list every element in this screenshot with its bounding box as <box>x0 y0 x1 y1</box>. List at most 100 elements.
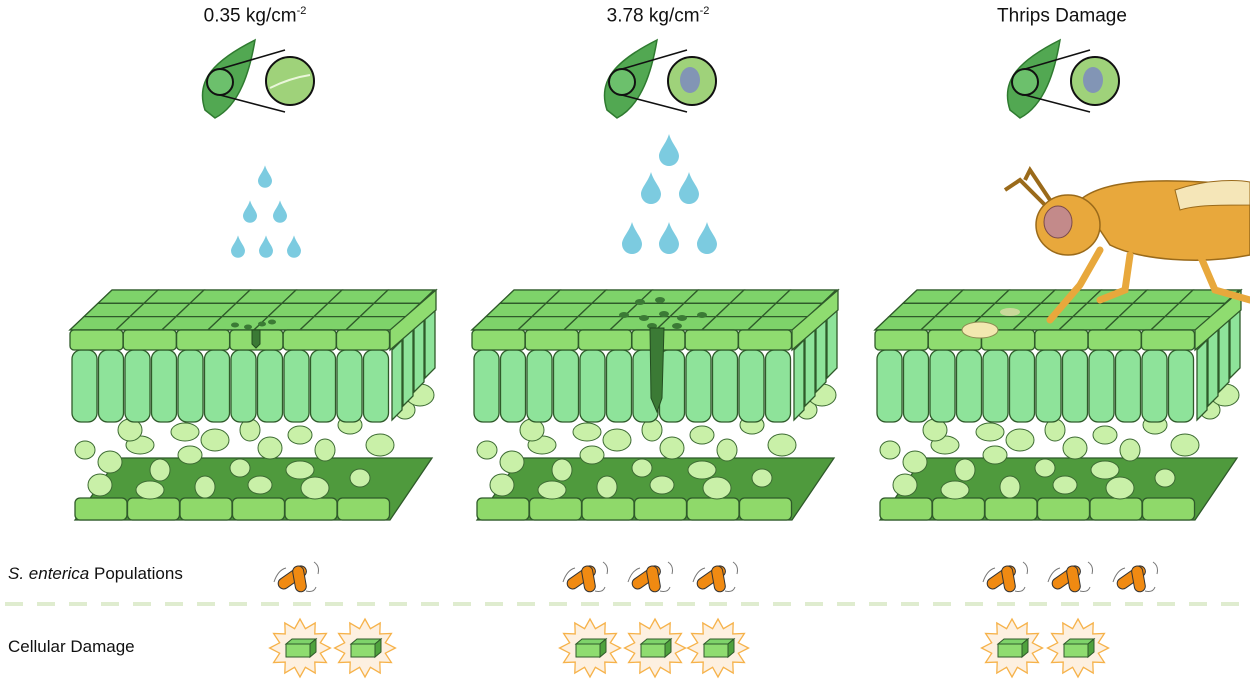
epidermal-cell <box>179 497 233 521</box>
cell-damage-icon <box>623 617 687 679</box>
droplet <box>659 134 679 166</box>
spongy-cell <box>229 458 251 478</box>
spongy-cell <box>1119 438 1141 462</box>
epidermal-cell <box>284 497 338 521</box>
spongy-cell <box>170 422 200 442</box>
droplet <box>659 222 679 254</box>
spongy-cell <box>489 473 515 497</box>
epidermal-cell <box>874 329 929 351</box>
spongy-cell <box>999 475 1021 499</box>
spongy-cell <box>579 445 605 465</box>
palisade-cell <box>1196 338 1208 422</box>
epidermal-cell <box>577 329 633 351</box>
epidermal-cell <box>581 497 635 521</box>
epidermis-side <box>791 288 839 352</box>
panel-title-low-pressure: 0.35 kg/cm-2 <box>203 5 307 27</box>
palisade-cell <box>150 349 178 423</box>
epidermal-cell <box>984 497 1038 521</box>
palisade-cell <box>1088 349 1115 423</box>
epidermal-cell <box>1034 329 1089 351</box>
stomata-hole <box>244 324 252 330</box>
epidermal-cell <box>476 497 530 521</box>
cell-damage-icon <box>1046 617 1110 679</box>
spongy-cell <box>1005 428 1035 452</box>
spongy-cell <box>1092 425 1118 445</box>
water-penetration <box>649 327 665 414</box>
palisade-cell <box>552 349 580 423</box>
epidermal-cell <box>684 329 739 351</box>
palisade-cell <box>605 349 633 423</box>
droplet <box>622 222 642 254</box>
epidermal-cell <box>335 329 391 351</box>
droplet <box>243 200 257 223</box>
droplet <box>273 200 287 223</box>
epidermal-cell <box>1140 329 1196 351</box>
epidermal-cell <box>282 329 337 351</box>
salmonella-icon <box>273 561 319 593</box>
thrips-antenna <box>1003 166 1052 207</box>
spongy-cell <box>1170 433 1200 457</box>
leaf-magnifier-icon <box>201 38 315 119</box>
palisade-cell <box>526 349 553 423</box>
spongy-cell <box>687 460 717 480</box>
thrips-eye <box>1043 205 1073 239</box>
spongy-cell <box>257 436 283 460</box>
epidermal-cell <box>633 497 688 521</box>
palisade-cell <box>177 349 204 423</box>
spongy-cell <box>902 450 928 474</box>
spongy-cell <box>1052 475 1078 495</box>
palisade-cell <box>203 349 231 423</box>
spongy-cell <box>649 475 675 495</box>
palisade-cell <box>1035 349 1062 423</box>
palisade-cell <box>579 349 606 423</box>
epidermal-cell <box>126 497 181 521</box>
spongy-cell <box>631 458 653 478</box>
spongy-cell <box>1090 460 1120 480</box>
spongy-cell <box>499 450 525 474</box>
stomata-hole <box>659 311 669 317</box>
epidermal-cell <box>122 329 177 351</box>
panel-high-pressure <box>470 38 840 679</box>
stomata-hole <box>258 321 266 327</box>
spongy-cell <box>247 475 273 495</box>
palisade-cell <box>283 349 310 423</box>
palisade-cell <box>473 349 500 423</box>
panel-thrips <box>873 38 1250 679</box>
palisade-cell <box>764 349 792 423</box>
spongy-cell <box>365 433 395 457</box>
spongy-cell <box>689 425 715 445</box>
spongy-cell <box>716 438 738 462</box>
spongy-cell <box>767 433 797 457</box>
panel-title-high-pressure: 3.78 kg/cm-2 <box>606 5 710 27</box>
epidermal-cell <box>231 497 286 521</box>
salmonella-icon <box>982 561 1028 593</box>
stress-indicator <box>622 134 717 254</box>
epidermal-cell <box>879 497 933 521</box>
stomata-hole <box>697 312 707 318</box>
leaf-tissue-cross-section <box>68 288 438 521</box>
salmonella-icon <box>1047 561 1093 593</box>
epidermal-cell <box>1087 329 1142 351</box>
epidermal-cell <box>1089 497 1143 521</box>
feeding-scar <box>961 321 999 339</box>
palisade-cell <box>1141 349 1168 423</box>
epidermal-cell <box>528 497 583 521</box>
leaf-tissue-cross-section <box>873 288 1243 521</box>
spongy-cell <box>954 458 976 482</box>
palisade-cell <box>336 349 363 423</box>
palisade-cell <box>955 349 983 423</box>
thrips-leg <box>1046 246 1250 324</box>
spongy-cell <box>476 440 498 460</box>
cell-damage-icon <box>980 617 1044 679</box>
droplet <box>679 172 699 204</box>
palisade-cell <box>1008 349 1036 423</box>
spongy-cell <box>551 458 573 482</box>
epidermal-cell <box>931 497 986 521</box>
spongy-cell <box>659 436 685 460</box>
spongy-cell <box>1062 436 1088 460</box>
epidermis-side <box>1194 288 1242 352</box>
spongy-cell <box>702 476 732 500</box>
droplet <box>287 235 301 258</box>
